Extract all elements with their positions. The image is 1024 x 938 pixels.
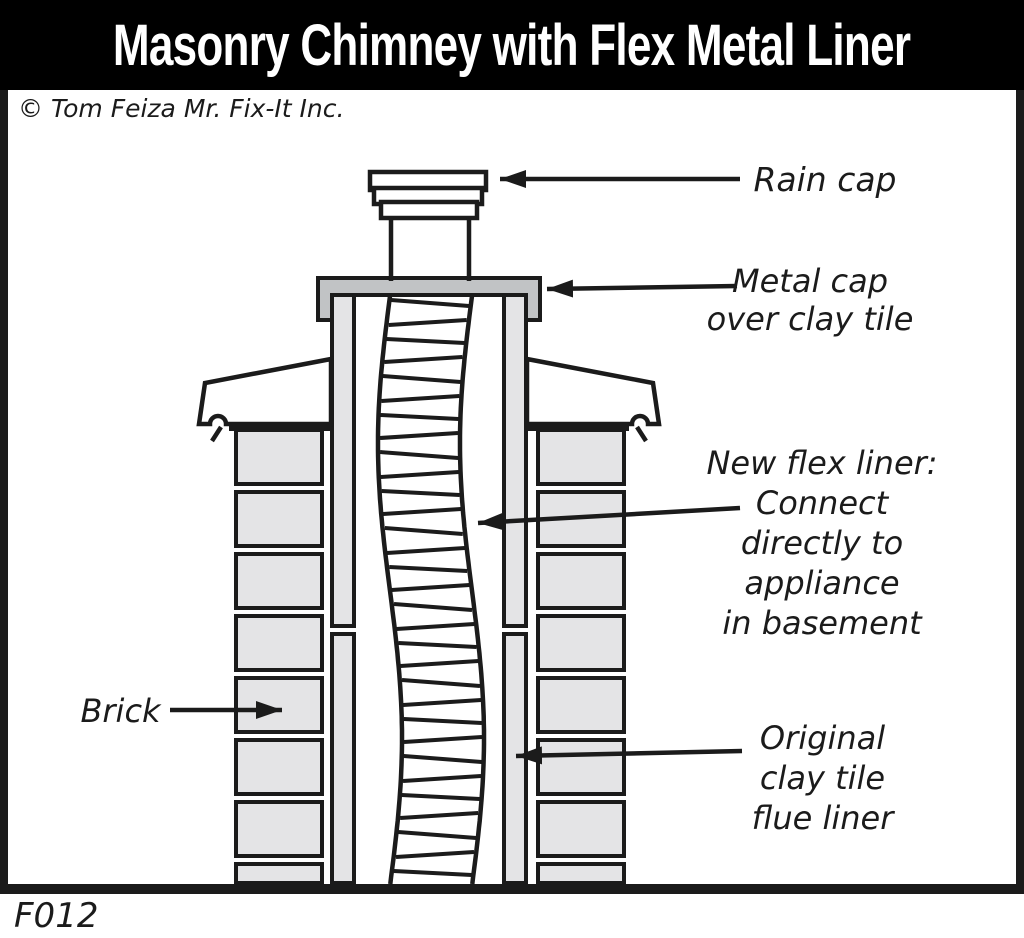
arrow-clay-tile — [515, 746, 743, 765]
flex-liner-corrugation — [381, 394, 460, 403]
flex-liner-corrugation — [398, 830, 477, 840]
flex-liner-corrugation — [380, 413, 459, 421]
flex-liner-corrugation — [393, 869, 472, 877]
crown-right — [524, 356, 662, 427]
flex-liner-corrugation — [398, 641, 477, 649]
crown-left — [196, 356, 334, 427]
flex-liner-corrugation — [386, 337, 465, 345]
brick — [536, 614, 626, 672]
brick — [536, 428, 626, 486]
flex-liner-corrugation — [389, 565, 468, 573]
flex-liner-corrugation — [382, 507, 462, 516]
flex-liner-corrugation — [393, 602, 473, 612]
metal-cap-label: Metal cap over clay tile — [706, 262, 914, 338]
brick — [536, 800, 626, 858]
brick — [234, 800, 324, 858]
flex-liner-corrugation — [390, 298, 470, 308]
clay-tile-right-upper — [502, 293, 528, 628]
flex-liner-corrugation — [382, 374, 461, 384]
flex-liner-right-edge — [457, 295, 487, 885]
leader-arrows — [170, 170, 743, 765]
flex-liner-left-edge — [375, 295, 405, 885]
brick — [536, 552, 626, 610]
brick — [234, 552, 324, 610]
crown-right-drip — [635, 425, 648, 443]
page-title: Masonry Chimney with Flex Metal Liner — [113, 12, 911, 78]
clay-tile-left-upper — [330, 293, 356, 628]
brick — [234, 738, 324, 796]
rain-cap-label: Rain cap — [753, 160, 897, 199]
clay-tile-flue-liner — [330, 293, 528, 885]
flex-liner-corrugation — [386, 546, 466, 555]
flex-liner-corrugation — [402, 774, 482, 783]
flex-liner-corrugation — [401, 678, 481, 688]
brick — [536, 862, 626, 885]
flashing-left — [229, 422, 331, 431]
copyright-text: © Tom Feiza Mr. Fix-It Inc. — [18, 94, 345, 123]
brick — [536, 738, 626, 796]
brick — [234, 428, 324, 486]
brick-label: Brick — [80, 692, 161, 730]
flex-liner-corrugation — [401, 793, 480, 801]
brick — [234, 614, 324, 672]
flex-liner-corrugation — [384, 526, 463, 536]
arrow-metal-cap — [546, 279, 738, 298]
flex-liner-corrugation — [399, 811, 479, 820]
flex-liner-corrugation — [381, 489, 460, 497]
flex-liner-corrugation — [379, 431, 459, 440]
flex-liner-label: New flex liner: Connect directly to appl… — [706, 444, 938, 642]
rain-cap — [367, 169, 489, 281]
flex-liner-corrugation — [403, 717, 482, 725]
brick-columns — [234, 428, 626, 885]
clay-tile-left-lower — [330, 632, 356, 885]
flex-liner-corrugation — [395, 850, 475, 859]
flex-liner-corrugation — [402, 698, 482, 707]
chimney-crowns — [196, 356, 662, 443]
flex-liner-corrugation — [391, 583, 470, 592]
frame-border-left — [0, 90, 8, 894]
flex-liner-corrugation — [403, 754, 482, 764]
flashing-right — [527, 422, 629, 431]
flex-liner-corrugation — [403, 735, 483, 744]
flex-liner-corrugation — [379, 450, 459, 460]
figure-id: F012 — [14, 896, 99, 936]
brick — [234, 676, 324, 734]
flex-liner-corrugation — [400, 659, 479, 668]
flex-metal-liner — [375, 295, 487, 885]
brick — [234, 862, 324, 885]
arrow-flex-liner — [477, 505, 741, 531]
title-bar: Masonry Chimney with Flex Metal Liner — [0, 0, 1024, 90]
metal-cap — [316, 276, 542, 322]
brick — [536, 676, 626, 734]
frame-border-right — [1016, 90, 1024, 894]
flex-liner-corrugation — [380, 470, 459, 479]
flex-liner-corrugation — [388, 318, 467, 327]
brick — [234, 490, 324, 548]
flex-liner-corrugation — [384, 355, 463, 364]
clay-tile-right-lower — [502, 632, 528, 885]
clay-tile-label: Original clay tile flue liner — [751, 719, 894, 837]
crown-left-drip — [210, 425, 223, 443]
flex-liner-corrugation — [396, 622, 475, 631]
rain-cap-collar — [378, 199, 480, 221]
frame-border-bottom — [0, 884, 1024, 894]
